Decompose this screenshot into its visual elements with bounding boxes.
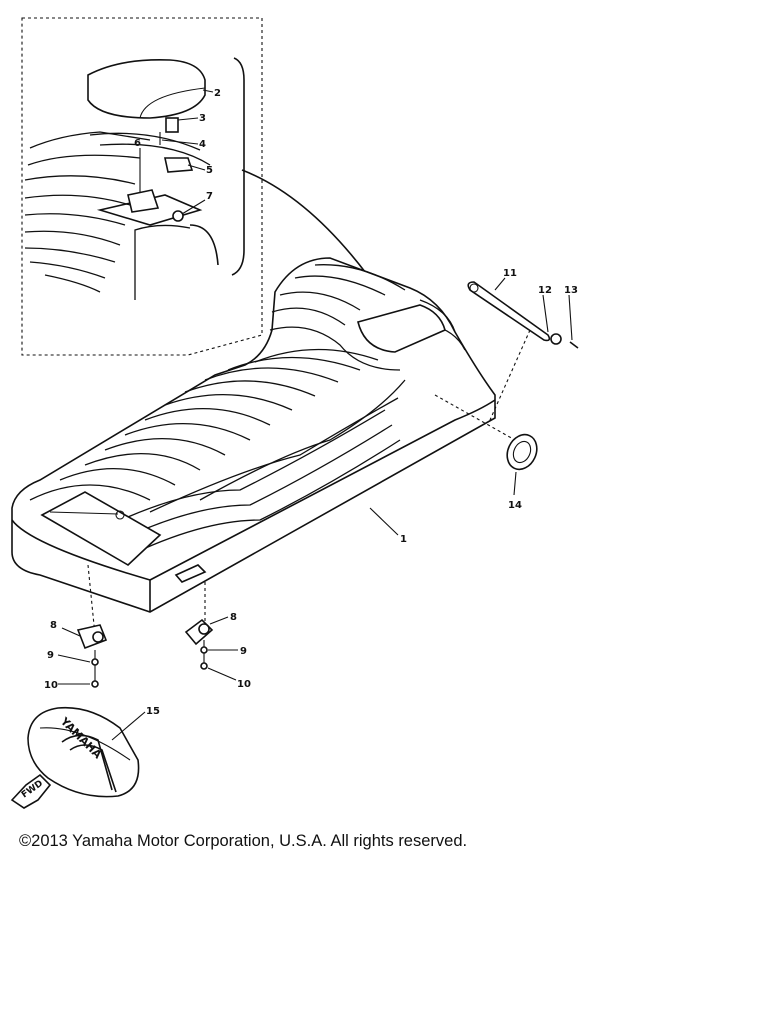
callout-8-right: 8: [230, 612, 237, 623]
strap-hardware: [467, 277, 579, 421]
callout-strap: 11: [503, 268, 517, 279]
seat-reflector: [174, 564, 207, 583]
strap-washer: [550, 333, 562, 345]
callout-3: 3: [199, 113, 206, 124]
left-washer: [91, 658, 99, 666]
callout-6: 6: [134, 138, 141, 149]
callout-9-left: 9: [47, 650, 54, 661]
seat-assembly: [11, 257, 516, 613]
callout-8-left: 8: [50, 620, 57, 631]
right-nut: [200, 662, 208, 670]
inset-bolt-part: [165, 117, 179, 133]
seat-rear-cap: [357, 304, 446, 353]
callout-9-right: 9: [240, 646, 247, 657]
inset-nut-part: [172, 210, 184, 222]
detail-inset: [21, 17, 263, 356]
inset-seat-ribs: [24, 131, 219, 300]
parts-diagram: YAMAHA FWD 2 3 4 5 6 7 11 12 13 14 1 8 9…: [10, 17, 579, 809]
seat-ribs: [29, 264, 466, 561]
callout-grommet: 14: [508, 500, 522, 511]
inset-base-part: [127, 189, 160, 213]
right-hinge: [184, 582, 238, 681]
callout-5: 5: [206, 165, 213, 176]
strap-screw: [569, 341, 579, 349]
callout-4: 4: [199, 139, 206, 150]
inset-latch-part: [164, 157, 194, 173]
callout-13: 13: [564, 285, 578, 296]
callout-10-right: 10: [237, 679, 251, 690]
fwd-badge: FWD: [10, 773, 52, 809]
callout-10-left: 10: [44, 680, 58, 691]
seat-strap: [467, 281, 551, 342]
tool-bag: YAMAHA: [27, 706, 146, 798]
seat-grommet: [506, 433, 538, 496]
callout-seat: 1: [400, 534, 407, 545]
callout-bag: 15: [146, 706, 160, 717]
callout-7: 7: [206, 191, 213, 202]
inset-cap-part: [87, 58, 206, 119]
seat-front-tray: [40, 491, 162, 566]
right-washer: [200, 646, 208, 654]
copyright-text: ©2013 Yamaha Motor Corporation, U.S.A. A…: [19, 832, 468, 850]
callout-12: 12: [538, 285, 552, 296]
callout-cap: 2: [214, 88, 221, 99]
left-nut: [91, 680, 99, 688]
left-hinge: [57, 564, 108, 688]
